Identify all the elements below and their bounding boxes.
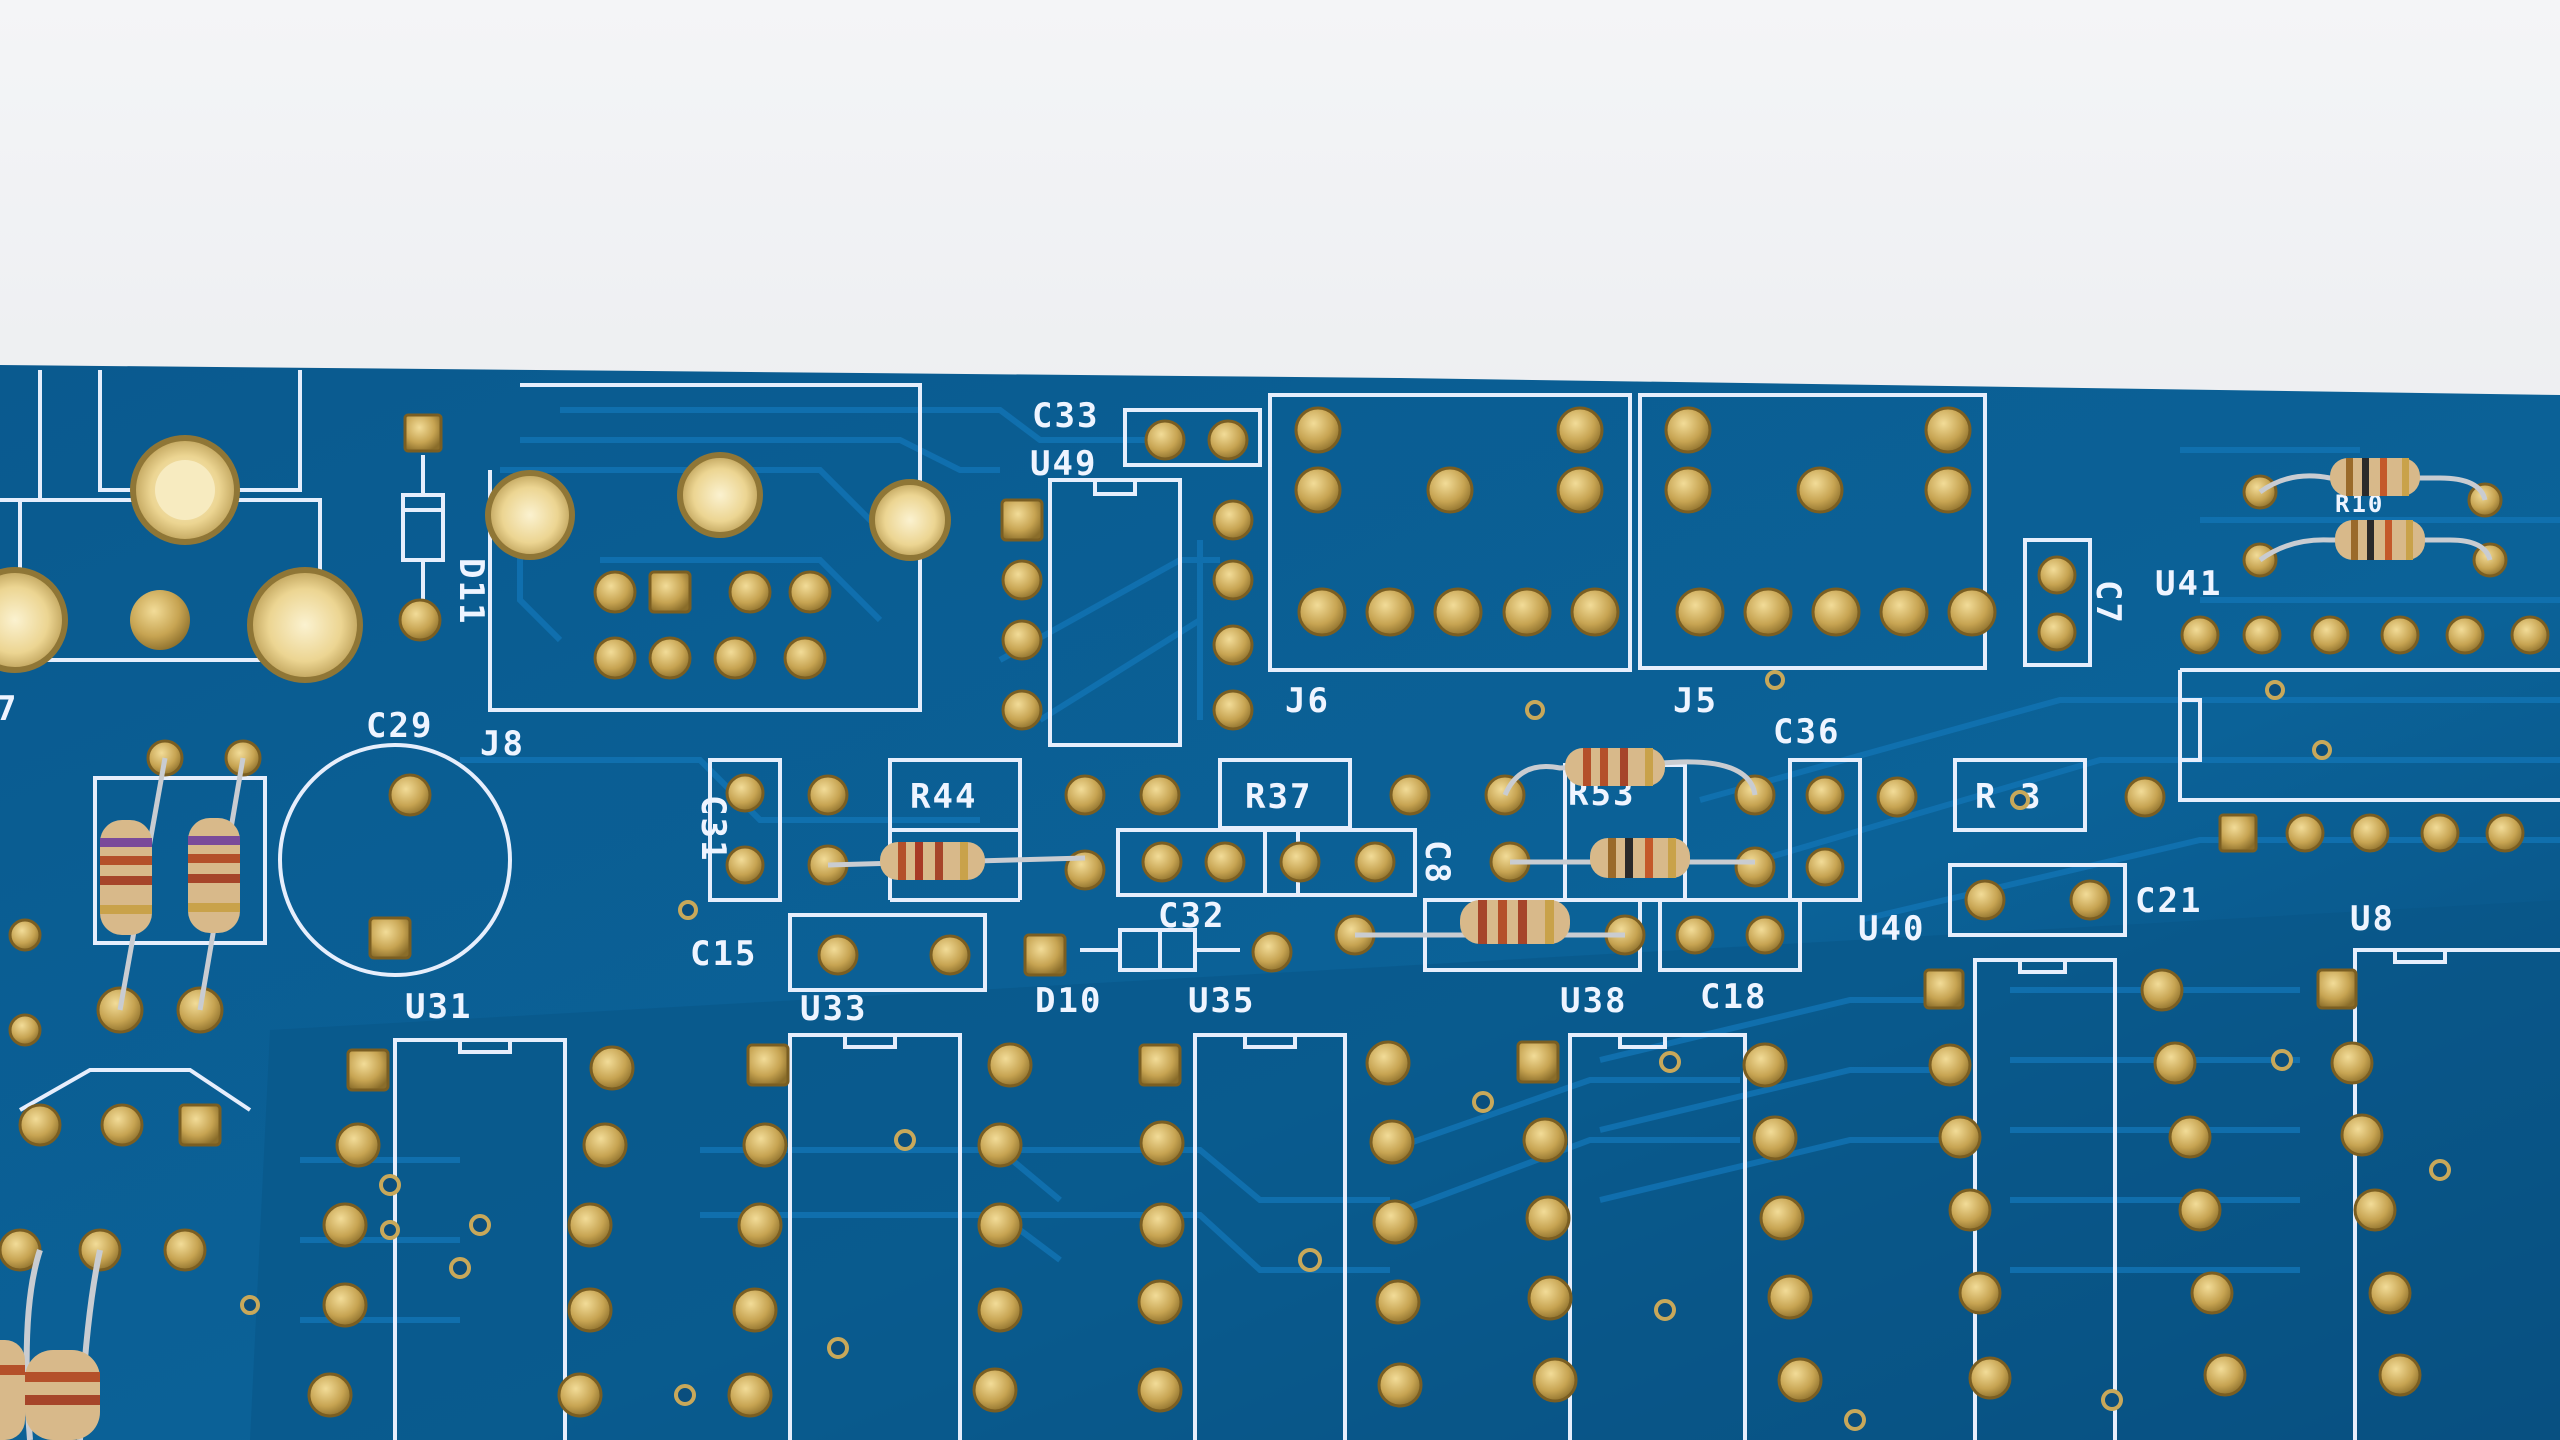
resistor-r10-bottom xyxy=(2258,520,2493,563)
label-u35: U35 xyxy=(1188,981,1255,1021)
label-u49: U49 xyxy=(1030,444,1097,484)
resistor-lower xyxy=(1355,900,1625,944)
label-c18: C18 xyxy=(1700,977,1767,1017)
label-r43: R 3 xyxy=(1975,777,2042,817)
resistor-bottom-left xyxy=(0,1249,103,1440)
resistor-r53-top xyxy=(1502,748,1758,797)
resistor-r44 xyxy=(827,842,1086,880)
label-u41: U41 xyxy=(2155,564,2222,604)
label-c29: C29 xyxy=(366,706,433,746)
label-c8: C8 xyxy=(1417,840,1457,885)
label-c32: C32 xyxy=(1158,896,1225,936)
label-u38: U38 xyxy=(1560,981,1627,1021)
label-u40: U40 xyxy=(1858,909,1925,949)
label-j6: J6 xyxy=(1285,681,1330,721)
label-r44: R44 xyxy=(910,777,977,817)
label-u33: U33 xyxy=(800,989,867,1029)
label-j8: J8 xyxy=(480,724,525,764)
vias xyxy=(240,670,2451,1431)
label-c7: C7 xyxy=(2088,580,2128,625)
label-c21: C21 xyxy=(2135,881,2202,921)
label-c31: C31 xyxy=(693,795,733,862)
label-r37: R37 xyxy=(1245,777,1312,817)
through-hole-pads xyxy=(0,406,2550,1418)
large-connector-pads xyxy=(0,435,951,683)
label-c36: C36 xyxy=(1773,712,1840,752)
label-c33: C33 xyxy=(1032,396,1099,436)
label-u31: U31 xyxy=(405,987,472,1027)
resistor-r10-top xyxy=(2258,458,2488,501)
label-c15: C15 xyxy=(690,934,757,974)
resistor-left-pair xyxy=(100,757,246,1011)
label-edge-7: 7 xyxy=(0,689,18,729)
label-j5: J5 xyxy=(1673,681,1718,721)
label-u8: U8 xyxy=(2350,899,2395,939)
resistor-r53-middle xyxy=(1510,838,1755,878)
label-d10: D10 xyxy=(1035,981,1102,1021)
installed-resistors xyxy=(0,458,2493,1440)
label-d11: D11 xyxy=(451,558,491,625)
